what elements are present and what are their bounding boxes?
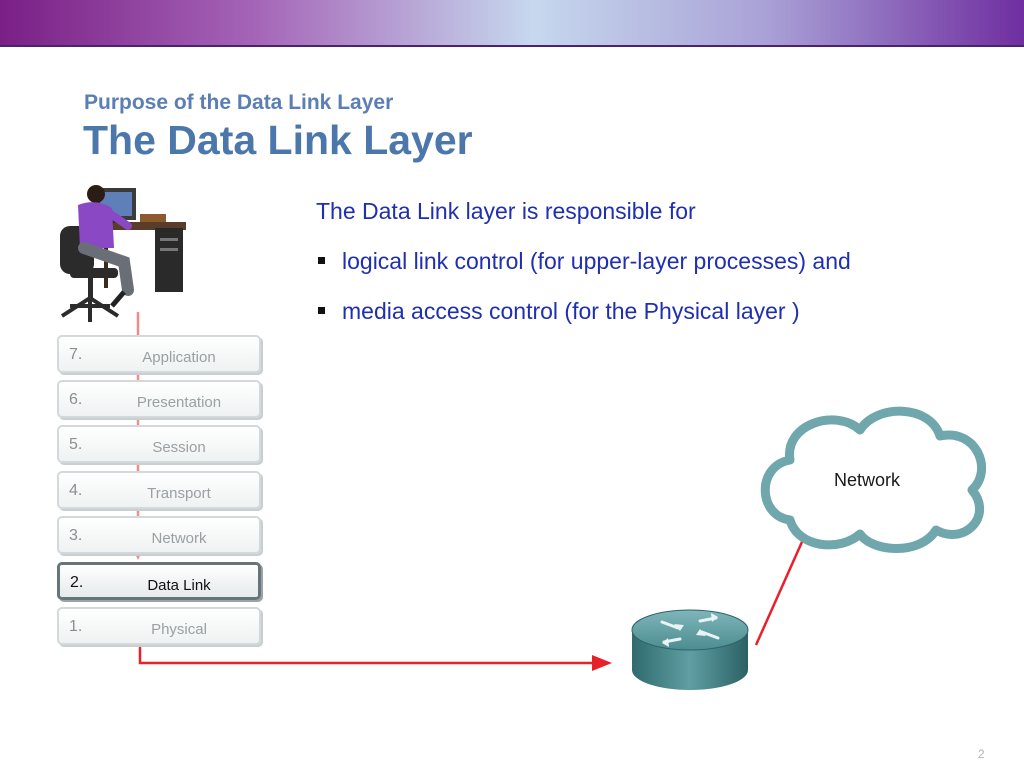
slide-title: The Data Link Layer — [83, 117, 473, 163]
layer-number: 2. — [70, 574, 84, 591]
bullet-icon — [318, 307, 325, 314]
osi-layer-presentation: 6. Presentation — [57, 380, 261, 418]
slide-subtitle: Purpose of the Data Link Layer — [84, 91, 394, 114]
layer-number: 1. — [69, 618, 83, 635]
router-icon — [631, 609, 749, 690]
user-at-workstation-icon — [60, 185, 186, 322]
osi-layer-network: 3. Network — [57, 516, 261, 554]
bullet-text: logical link control (for upper-layer pr… — [342, 248, 851, 274]
bullet-list: logical link control (for upper-layer pr… — [316, 247, 851, 347]
bullet-icon — [318, 257, 325, 264]
intro-text: The Data Link layer is responsible for — [316, 198, 696, 224]
layer-number: 6. — [69, 391, 83, 408]
bullet-item: logical link control (for upper-layer pr… — [316, 247, 851, 297]
osi-layer-session: 5. Session — [57, 425, 261, 463]
osi-layer-transport: 4. Transport — [57, 471, 261, 509]
layer-name: Network — [151, 530, 207, 547]
layer-number: 5. — [69, 436, 83, 453]
page-number: 2 — [978, 747, 985, 761]
osi-layer-physical: 1. Physical — [57, 607, 261, 645]
layer-name: Session — [152, 439, 206, 456]
layer-name: Transport — [147, 485, 211, 502]
bullet-item: media access control (for the Physical l… — [316, 297, 851, 347]
layer-number: 3. — [69, 527, 83, 544]
layer-name: Physical — [151, 621, 207, 638]
header-band — [0, 0, 1024, 47]
osi-layer-application: 7. Application — [57, 335, 261, 373]
network-cloud-icon — [760, 406, 987, 553]
layer-number: 4. — [69, 482, 83, 499]
physical-to-router-arrow — [138, 646, 612, 671]
layer-name: Application — [142, 349, 216, 366]
layer-number: 7. — [69, 346, 83, 363]
network-label: Network — [834, 470, 901, 490]
layer-name: Data Link — [147, 577, 211, 594]
layer-name: Presentation — [136, 394, 222, 411]
osi-layer-data-link: 2. Data Link — [57, 562, 261, 600]
bullet-text: media access control (for the Physical l… — [342, 298, 800, 324]
